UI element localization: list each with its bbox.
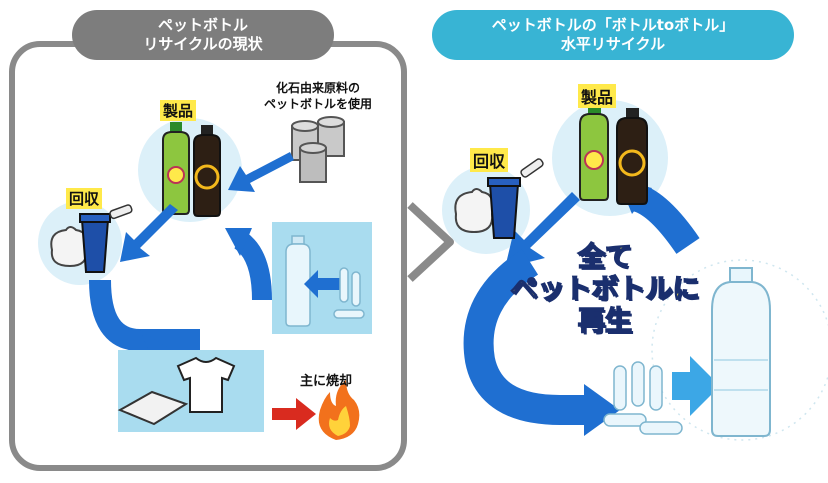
right-collect-label: 回収 bbox=[470, 148, 509, 172]
preform-icon bbox=[603, 361, 683, 435]
headline-all-recycled: 全て ペットボトルに 再生 bbox=[500, 241, 710, 338]
right-title-line2: 水平リサイクル bbox=[560, 35, 666, 53]
green-tea-bottle-icon bbox=[162, 122, 190, 215]
incineration-label: 主に焼却 bbox=[300, 374, 353, 389]
arrow-preform-to-bottle bbox=[672, 356, 720, 416]
trash-bin-icon bbox=[79, 204, 133, 273]
right-title-pill: ペットボトルの「ボトルtoボトル」 水平リサイクル bbox=[432, 10, 794, 60]
right-product-label: 製品 bbox=[578, 84, 617, 108]
bottle-icon bbox=[711, 267, 771, 437]
garbage-bag-icon bbox=[50, 226, 88, 268]
left-title-pill: ペットボトル リサイクルの現状 bbox=[72, 10, 334, 60]
headline-line2: ペットボトルに bbox=[510, 273, 701, 306]
cola-bottle-icon bbox=[193, 125, 221, 217]
arrow-right-recycle-to-product bbox=[632, 184, 700, 255]
bottle-icon bbox=[285, 235, 311, 327]
right-title-line1: ペットボトルの「ボトルtoボトル」 bbox=[491, 16, 735, 34]
arrow-drum-to-product bbox=[228, 152, 294, 192]
left-collect-label: 回収 bbox=[66, 188, 103, 209]
chevron-right-icon bbox=[407, 202, 454, 282]
arrow-to-incineration bbox=[272, 398, 316, 430]
bottle-halo bbox=[651, 259, 828, 441]
garbage-bag-icon bbox=[454, 188, 494, 234]
cola-bottle-icon bbox=[616, 108, 648, 205]
tray-icon bbox=[117, 390, 189, 426]
trash-bin-icon bbox=[487, 158, 544, 239]
arrow-recycle-to-product bbox=[233, 231, 272, 301]
fossil-raw-material-label: 化石由来原料の ペットボトルを使用 bbox=[263, 81, 372, 111]
arrow-right-product-to-collect bbox=[505, 192, 580, 268]
left-title-line2: リサイクルの現状 bbox=[143, 35, 263, 53]
tshirt-icon bbox=[176, 356, 236, 413]
arrow-right-collect-to-preform bbox=[463, 249, 590, 425]
preform-icon bbox=[333, 267, 365, 319]
arrow-collect-to-waste bbox=[89, 279, 200, 351]
fire-icon bbox=[318, 380, 360, 440]
oil-drum-icon bbox=[291, 116, 345, 183]
green-tea-bottle-icon bbox=[579, 104, 609, 201]
left-title-line1: ペットボトル bbox=[157, 16, 248, 34]
arrow-product-to-collect bbox=[120, 204, 178, 262]
left-product-label: 製品 bbox=[160, 100, 197, 121]
headline-line1: 全て bbox=[577, 241, 633, 274]
headline-line3: 再生 bbox=[577, 305, 633, 338]
